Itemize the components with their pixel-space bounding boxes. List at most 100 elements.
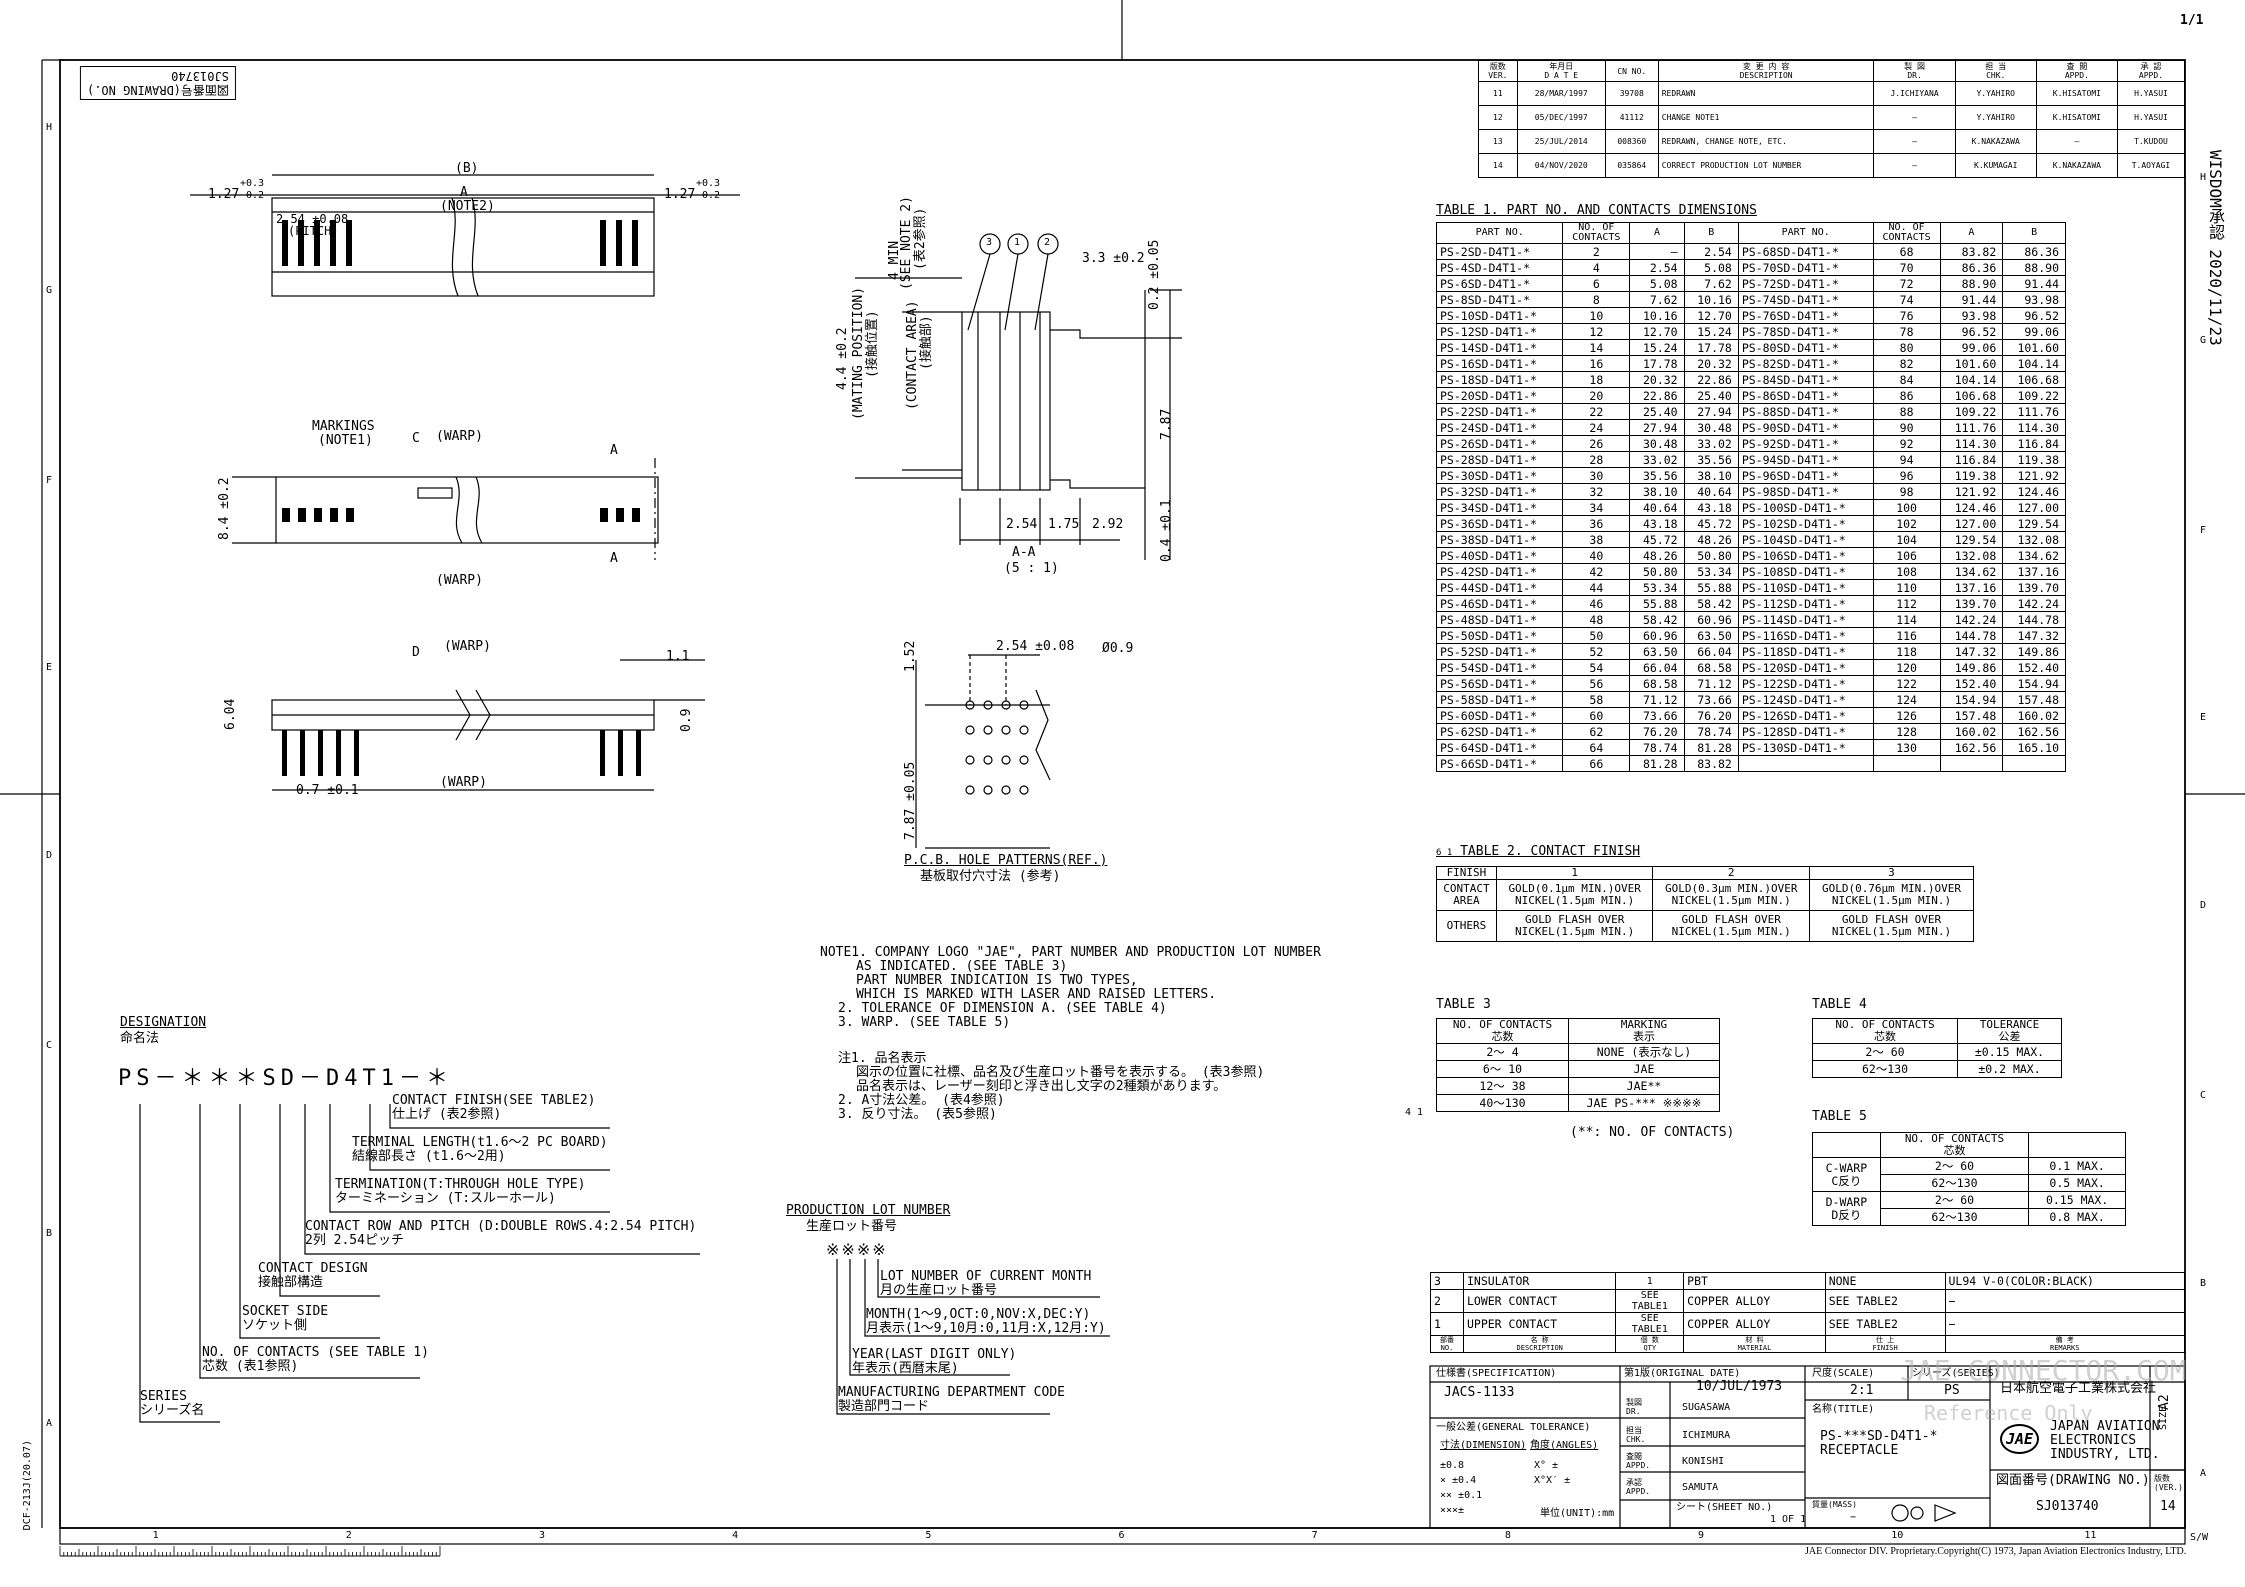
table1-cell: 101.60 — [2002, 339, 2066, 356]
table1-cell: PS-118SD-D4T1-* — [1737, 643, 1874, 660]
pcb-pitch: 2.54 ±0.08 — [996, 639, 1075, 654]
table1-cell: 2.54 — [1629, 259, 1685, 276]
table1-cell: PS-4SD-D4T1-* — [1435, 259, 1564, 276]
table1-cell: 27.94 — [1629, 419, 1685, 436]
revision-cell: T.KUDOU — [2116, 129, 2186, 154]
dimension-label: 寸法(DIMENSION) — [1440, 1440, 1527, 1451]
table4-cell: ±0.2 MAX. — [1957, 1060, 2062, 1078]
lot-item-jp: 月の生産ロット番号 — [880, 1283, 998, 1298]
note-line: 注1. 品名表示 — [838, 1051, 927, 1066]
designation-item-jp: 芯数 (表1参照) — [202, 1359, 299, 1374]
table1-cell: 7.62 — [1683, 275, 1739, 292]
table1-cell: 116.84 — [2002, 435, 2066, 452]
table1-cell: 88 — [1872, 403, 1941, 420]
table1-cell: 48.26 — [1683, 531, 1739, 548]
table1-cell: 106.68 — [2002, 371, 2066, 388]
note-line: WHICH IS MARKED WITH LASER AND RAISED LE… — [856, 987, 1217, 1002]
dim-b: (B) — [455, 161, 479, 176]
col-number: 8 — [1504, 1530, 1511, 1541]
note-line: 3. 反り寸法。 (表5参照) — [838, 1107, 997, 1122]
warp-d-bottom: (WARP) — [440, 775, 487, 790]
table1-cell: PS-96SD-D4T1-* — [1737, 467, 1874, 484]
end-left-dim: 1.27 — [208, 187, 240, 202]
table4-cell: 2～ 60 — [1811, 1043, 1959, 1061]
table1-cell: 44 — [1562, 579, 1631, 596]
table1-cell: 122 — [1872, 675, 1941, 692]
table1-cell: 8 — [1562, 291, 1631, 308]
table1-cell: 152.40 — [2002, 659, 2066, 676]
table1-cell: 157.48 — [2002, 691, 2066, 708]
table1-cell: 109.22 — [2002, 387, 2066, 404]
table1-cell: 80 — [1872, 339, 1941, 356]
table1-cell: 18 — [1562, 371, 1631, 388]
table1-cell: PS-122SD-D4T1-* — [1737, 675, 1874, 692]
revision-cell: REDRAWN — [1657, 81, 1875, 106]
table1-cell: PS-58SD-D4T1-* — [1435, 691, 1564, 708]
table1-cell: 134.62 — [1939, 563, 2004, 580]
table1-cell: PS-106SD-D4T1-* — [1737, 547, 1874, 564]
table2-marks: 6 1 — [1436, 848, 1453, 858]
row-letter-right: D — [2200, 900, 2207, 911]
lot-item-en: MANUFACTURING DEPARTMENT CODE — [838, 1385, 1065, 1400]
table1-cell: 12 — [1562, 323, 1631, 340]
ver-value: 14 — [2160, 1499, 2176, 1514]
section-dim-1-75: 1.75 — [1048, 517, 1080, 532]
unit-label: 単位(UNIT):mm — [1540, 1508, 1615, 1519]
dim-0-9: 0.9 — [679, 708, 694, 732]
dr-value: SUGASAWA — [1682, 1402, 1731, 1413]
table1-cell: PS-36SD-D4T1-* — [1435, 515, 1564, 532]
designation-item-en: TERMINAL LENGTH(t1.6～2 PC BOARD) — [352, 1135, 608, 1150]
table1-cell: 111.76 — [1939, 419, 2004, 436]
contact-area: (CONTACT AREA) — [905, 300, 920, 410]
table1-cell: 124.46 — [2002, 483, 2066, 500]
table1-cell: 147.32 — [2002, 627, 2066, 644]
table1-cell: 88.90 — [1939, 275, 2004, 292]
table3-cell: JAE** — [1567, 1077, 1721, 1095]
note-line: AS INDICATED. (SEE TABLE 3) — [856, 959, 1068, 974]
table1-cell: PS-116SD-D4T1-* — [1737, 627, 1874, 644]
table1-cell: 104.14 — [1939, 371, 2004, 388]
table1-cell: 83.82 — [1939, 243, 2004, 260]
ver-label: 版数(VER.) — [2154, 1474, 2183, 1492]
table4-title: TABLE 4 — [1812, 997, 1867, 1012]
lot-item-en: MONTH(1～9,OCT:0,NOV:X,DEC:Y) — [866, 1307, 1091, 1322]
pitch-label: (PITCH) — [288, 224, 339, 238]
tol-ang: X°X′ ± — [1534, 1475, 1571, 1486]
table1-cell: 144.78 — [1939, 627, 2004, 644]
table1-cell: 25.40 — [1683, 387, 1739, 404]
jae-logo: JAE — [2000, 1424, 2040, 1454]
table1-cell: 48 — [1562, 611, 1631, 628]
col-number: 10 — [1891, 1530, 1904, 1541]
table1-cell — [1939, 755, 2004, 772]
col-number: 11 — [2084, 1530, 2097, 1541]
revision-cell: H.YASUI — [2116, 81, 2186, 106]
table3-cell: JAE PS-*** ※※※※ — [1567, 1094, 1721, 1112]
table1-header: PART NO. — [1737, 222, 1874, 244]
table1-cell: 50.80 — [1629, 563, 1685, 580]
table1-cell: 16 — [1562, 355, 1631, 372]
title-drawing-no-label: 図面番号(DRAWING NO.) — [1996, 1473, 2150, 1488]
table1-cell: PS-120SD-D4T1-* — [1737, 659, 1874, 676]
table1-cell: 15.24 — [1629, 339, 1685, 356]
table1-cell: 152.40 — [1939, 675, 2004, 692]
designation-item-en: CONTACT ROW AND PITCH (D:DOUBLE ROWS.4:2… — [305, 1219, 697, 1234]
col-number: 7 — [1311, 1530, 1318, 1541]
table1-cell: 2.54 — [1683, 243, 1739, 260]
table2-header: 3 — [1808, 866, 1975, 880]
table1-cell: 114.30 — [2002, 419, 2066, 436]
revision-cell: 14 — [1478, 153, 1518, 178]
dim-0-7: 0.7 ±0.1 — [296, 783, 359, 798]
table1-cell: 54 — [1562, 659, 1631, 676]
